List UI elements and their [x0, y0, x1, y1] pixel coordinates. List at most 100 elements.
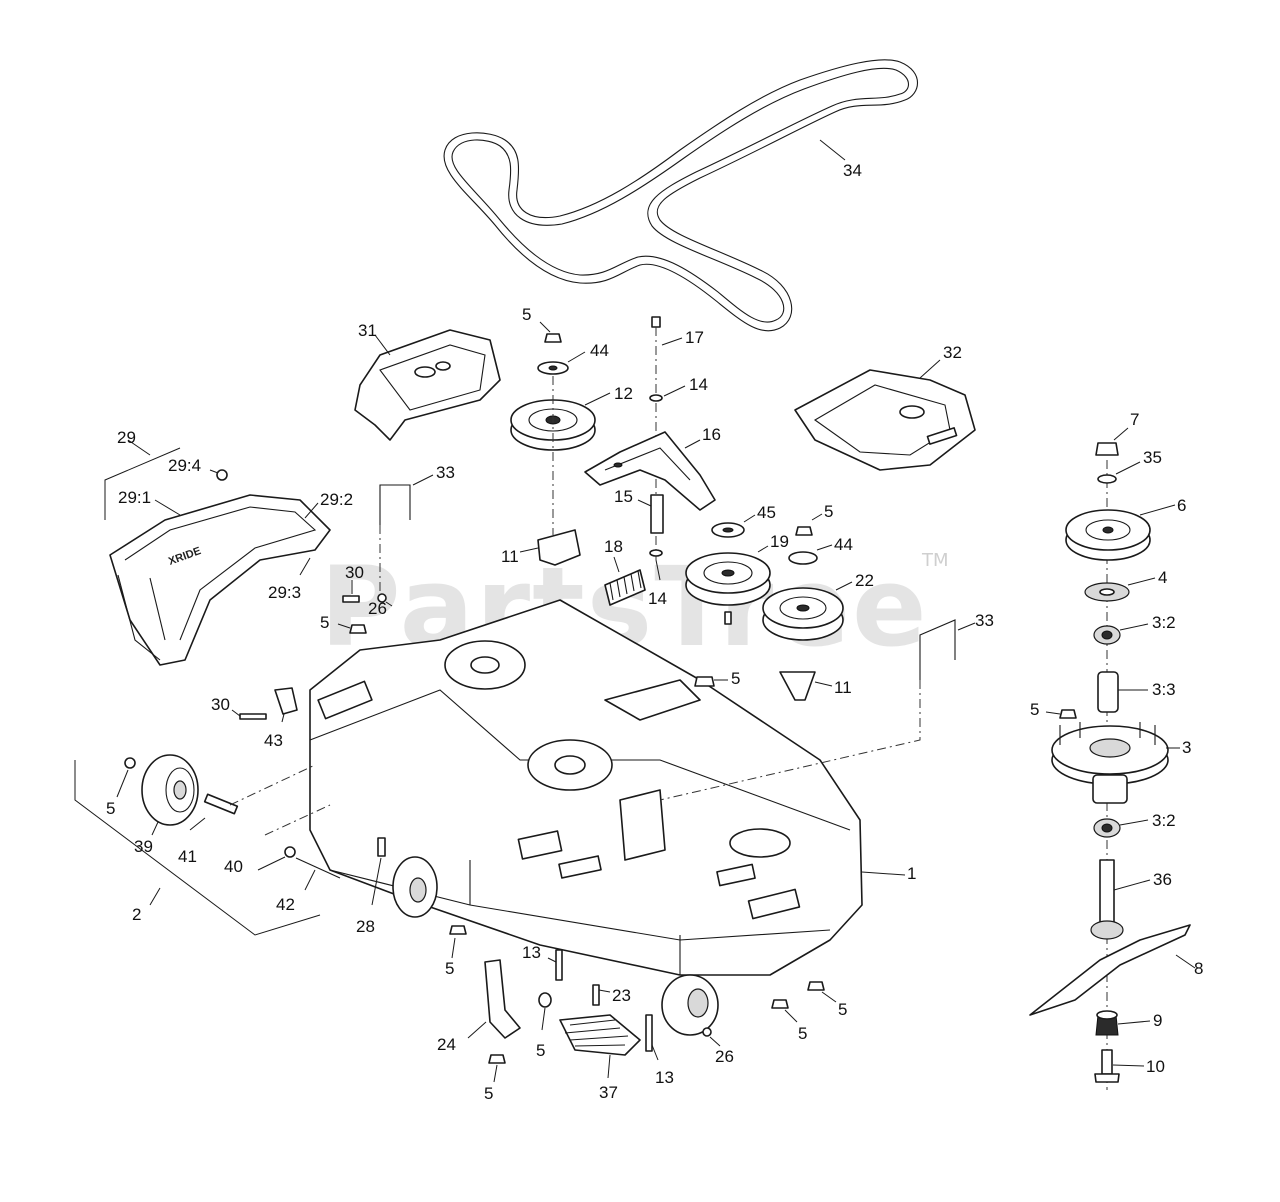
callout-29-2: 29:2 — [320, 490, 353, 509]
callout-37: 37 — [599, 1083, 618, 1102]
callout-43: 43 — [264, 731, 283, 750]
callout-3-2a: 3:2 — [1152, 613, 1176, 632]
callout-45: 45 — [757, 503, 776, 522]
callout-29-3: 29:3 — [268, 583, 301, 602]
bolt-13-a — [555, 949, 563, 981]
nut-26-right — [702, 1027, 712, 1037]
pin-28 — [377, 837, 386, 857]
nut-26 — [377, 593, 387, 603]
callout-13a: 13 — [522, 943, 541, 962]
callout-5i: 5 — [798, 1024, 807, 1043]
callout-22: 22 — [855, 571, 874, 590]
callout-3-2b: 3:2 — [1152, 811, 1176, 830]
stud-33-left — [379, 484, 411, 525]
callout-10: 10 — [1146, 1057, 1165, 1076]
callout-1: 1 — [907, 864, 916, 883]
washer-44-hole — [548, 365, 558, 371]
front-shield: XRIDE — [109, 494, 331, 666]
callout-31: 31 — [358, 321, 377, 340]
washer-4-hole — [1099, 588, 1115, 596]
callout-29-1: 29:1 — [118, 488, 151, 507]
bolt-30-lower — [239, 713, 267, 720]
stud-33-right — [919, 619, 956, 680]
callout-36: 36 — [1153, 870, 1172, 889]
callout-29: 29 — [117, 428, 136, 447]
step-plate-37 — [559, 1014, 641, 1056]
nut-5-center — [694, 676, 715, 687]
deck-wheel-right — [661, 974, 719, 1036]
callout-11a: 11 — [501, 547, 519, 566]
washer-35 — [1097, 474, 1117, 484]
nut-5-top — [544, 333, 562, 343]
blade-8 — [1029, 924, 1191, 1016]
callout-5c: 5 — [731, 669, 740, 688]
spacer-3-3 — [1097, 671, 1119, 713]
callout-19: 19 — [770, 532, 789, 551]
callout-7: 7 — [1130, 410, 1139, 429]
callout-9: 9 — [1153, 1011, 1162, 1030]
callout-26b: 26 — [715, 1047, 734, 1066]
blade-adapter-9 — [1095, 1010, 1119, 1036]
callout-13b: 13 — [655, 1068, 674, 1087]
callout-4: 4 — [1158, 568, 1167, 587]
callout-11b: 11 — [834, 678, 852, 697]
watermark-trademark: TM — [921, 550, 949, 571]
nut-5-wheel — [124, 757, 136, 769]
spacer-15 — [650, 494, 664, 534]
bracket-43 — [274, 687, 298, 715]
washer-40 — [284, 846, 296, 858]
deck-wheel-left — [392, 856, 438, 918]
bolt-23 — [592, 984, 600, 1006]
callout-30a: 30 — [345, 563, 364, 582]
idler-pulley-19 — [685, 552, 771, 606]
washer-44-right — [788, 551, 818, 565]
callout-5e: 5 — [106, 799, 115, 818]
nut-5-front-a — [449, 925, 467, 935]
spring-18 — [604, 569, 646, 606]
callout-40: 40 — [224, 857, 243, 876]
spindle-shaft-36 — [1090, 859, 1124, 940]
callout-3: 3 — [1182, 738, 1191, 757]
nut-5-right — [795, 526, 813, 536]
mower-deck — [309, 599, 863, 976]
callout-8: 8 — [1194, 959, 1203, 978]
bolt-13-b — [645, 1014, 653, 1052]
nut-5-spindle — [1059, 709, 1077, 719]
callout-35: 35 — [1143, 448, 1162, 467]
callout-14a: 14 — [689, 375, 708, 394]
spindle-pulley-6 — [1065, 509, 1151, 561]
left-belt-cover — [354, 329, 501, 441]
callout-18: 18 — [604, 537, 623, 556]
pulley-12 — [510, 399, 596, 451]
bolt-30 — [342, 595, 360, 603]
callout-14b: 14 — [648, 589, 667, 608]
callout-23: 23 — [612, 986, 631, 1005]
callout-17: 17 — [685, 328, 704, 347]
callout-5k: 5 — [1030, 700, 1039, 719]
nut-7 — [1095, 442, 1119, 456]
callout-44a: 44 — [590, 341, 609, 360]
bolt-42 — [295, 857, 341, 879]
nut-5-front-b — [538, 992, 552, 1008]
callout-15: 15 — [614, 487, 633, 506]
axle-41 — [203, 793, 239, 815]
callout-33b: 33 — [975, 611, 994, 630]
spindle-housing-3 — [1051, 722, 1169, 804]
anti-scalp-wheel-39 — [141, 754, 199, 826]
bearing-3-2-bottom-hole — [1101, 823, 1113, 833]
callout-2: 2 — [132, 905, 141, 924]
callout-24: 24 — [437, 1035, 456, 1054]
bracket-24 — [484, 959, 521, 1039]
spindle-cover-11-right — [779, 671, 816, 701]
callout-12: 12 — [614, 384, 633, 403]
nut-5-left — [349, 624, 367, 634]
callout-5b: 5 — [824, 502, 833, 521]
callout-6: 6 — [1177, 496, 1186, 515]
washer-14-top — [649, 394, 663, 402]
bolt-19 — [724, 611, 732, 625]
callout-33a: 33 — [436, 463, 455, 482]
callout-16: 16 — [702, 425, 721, 444]
callout-5h: 5 — [484, 1084, 493, 1103]
callout-41: 41 — [178, 847, 197, 866]
nut-5-front-d — [771, 999, 789, 1009]
